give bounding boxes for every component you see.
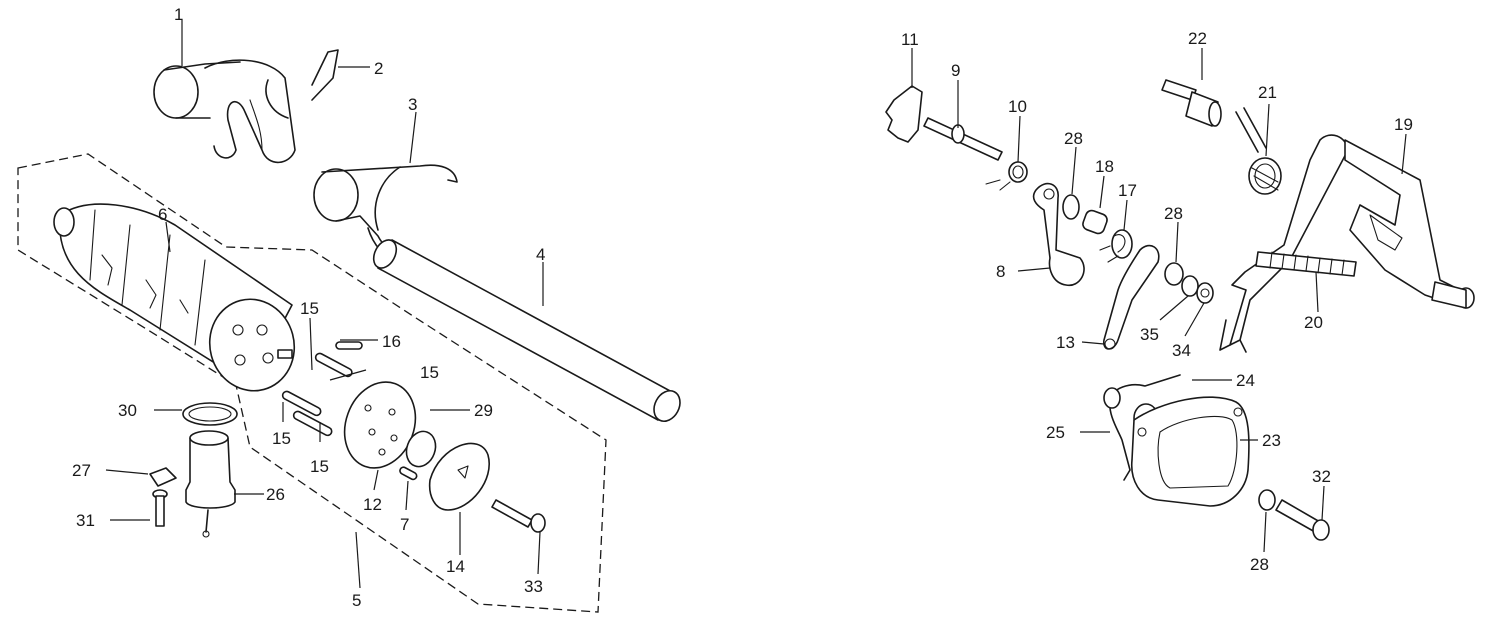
callout-17: 17: [1118, 181, 1137, 200]
gear-shift-shaft-19: [1219, 134, 1475, 353]
left-leader-lines: [105, 20, 544, 589]
callout-10: 10: [1008, 97, 1027, 116]
callout-14: 14: [446, 557, 465, 576]
screw-33: [491, 499, 546, 533]
callout-3: 3: [408, 95, 417, 114]
callout-15-d: 15: [310, 457, 329, 476]
callout-31: 31: [76, 511, 95, 530]
pin-7: [399, 466, 418, 481]
callout-28-b: 28: [1164, 204, 1183, 223]
neutral-switch-26: [185, 430, 236, 538]
callout-5: 5: [352, 591, 361, 610]
shift-fork-1: [153, 49, 339, 164]
drum-plate-12: [343, 381, 417, 469]
callout-12: 12: [363, 495, 382, 514]
callout-26: 26: [266, 485, 285, 504]
spring-10: [985, 161, 1028, 191]
spring-17: [1099, 229, 1133, 263]
callout-19: 19: [1394, 115, 1413, 134]
shift-fork-3: [313, 164, 458, 267]
callout-29: 29: [474, 401, 493, 420]
callout-13: 13: [1056, 333, 1075, 352]
stopper-plate-14: [428, 442, 490, 511]
callout-25: 25: [1046, 423, 1065, 442]
callout-22: 22: [1188, 29, 1207, 48]
callout-labels: 1 2 3 4 5 6 7 8 9 10 11 12 13 14 15 15 1…: [72, 5, 1413, 610]
callout-28-c: 28: [1250, 555, 1269, 574]
callout-32: 32: [1312, 467, 1331, 486]
nut-34: [1196, 282, 1214, 304]
callout-4: 4: [536, 245, 545, 264]
shift-lever-13: [1103, 244, 1160, 350]
clip-27: [149, 467, 177, 487]
left-assembly: [17, 20, 681, 613]
callout-6: 6: [158, 205, 167, 224]
right-assembly: [885, 48, 1475, 553]
callout-34: 34: [1172, 341, 1191, 360]
spring-25: [1103, 374, 1181, 481]
callout-20: 20: [1304, 313, 1323, 332]
callout-24: 24: [1236, 371, 1255, 390]
callout-15-c: 15: [272, 429, 291, 448]
collar-18: [1082, 209, 1108, 235]
assembly-boundary-5: [17, 153, 607, 613]
callout-11: 11: [901, 30, 919, 49]
shaft-22: [1161, 79, 1222, 127]
callout-18: 18: [1095, 157, 1114, 176]
callout-15-a: 15: [300, 299, 319, 318]
cover-23: [1131, 396, 1250, 507]
bolt-9: [923, 117, 1003, 161]
callout-8: 8: [996, 262, 1005, 281]
o-ring-30: [182, 402, 238, 426]
callout-9: 9: [951, 61, 960, 80]
washer-28-lower: [1258, 489, 1276, 511]
spring-20: [1255, 251, 1357, 277]
washer-28-middle: [1164, 262, 1184, 286]
bracket-11: [885, 85, 923, 143]
callout-1: 1: [174, 5, 183, 24]
shift-fork-shaft-4: [372, 239, 681, 423]
callout-33: 33: [524, 577, 543, 596]
callout-7: 7: [400, 515, 409, 534]
right-leader-lines: [911, 48, 1407, 553]
callout-27: 27: [72, 461, 91, 480]
shift-pins-15-16: [281, 341, 363, 437]
washer-35: [1181, 275, 1199, 297]
callout-28-a: 28: [1064, 129, 1083, 148]
callout-35: 35: [1140, 325, 1159, 344]
bolt-31: [152, 489, 168, 527]
callout-15-b: 15: [420, 363, 439, 382]
shift-arm-8: [1032, 182, 1085, 286]
spring-21: [1235, 107, 1282, 195]
callout-30: 30: [118, 401, 137, 420]
shift-drum-6: [53, 203, 296, 392]
callout-2: 2: [374, 59, 383, 78]
bolt-32: [1275, 499, 1330, 541]
callout-16: 16: [382, 332, 401, 351]
callout-23: 23: [1262, 431, 1281, 450]
plate-29: [405, 430, 437, 468]
callout-21: 21: [1258, 83, 1277, 102]
washer-28-upper: [1062, 194, 1080, 220]
